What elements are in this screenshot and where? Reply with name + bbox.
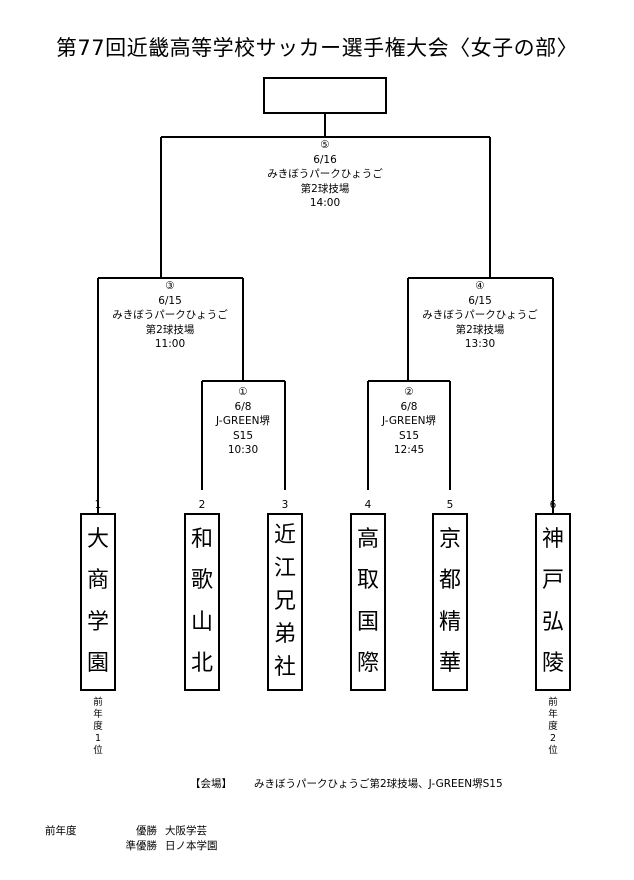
match-time: 11:00 — [154, 338, 186, 350]
match-field: 第2球技場 — [455, 323, 505, 336]
team-char: 国 — [356, 609, 379, 635]
match-venue: J-GREEN堺 — [216, 415, 270, 427]
match-time: 14:00 — [309, 197, 341, 209]
match-number: ③ — [165, 280, 175, 292]
prev-rank-char: 度 — [93, 721, 103, 732]
match-date: 6/15 — [158, 294, 182, 307]
match-field: 第2球技場 — [145, 323, 195, 336]
seed-number: 1 — [94, 499, 102, 511]
prev-rank-char: 前 — [93, 697, 103, 708]
team-char: 戸 — [541, 568, 564, 594]
prev-rank-note-6: 前 年 度 2 位 — [543, 697, 563, 757]
prev-rank-note-1: 前 年 度 1 位 — [88, 697, 108, 757]
team-char: 歌 — [190, 568, 213, 594]
match-date: 6/15 — [468, 294, 492, 307]
prev-rank-char: 年 — [93, 709, 103, 720]
seed-number: 5 — [446, 499, 454, 511]
prev-rank-char: 度 — [548, 721, 558, 732]
team-box-5: 京 都 精 華 — [432, 513, 468, 691]
team-char: 和 — [190, 526, 213, 552]
team-char: 陵 — [541, 651, 564, 677]
prev-rank-char: 1 — [94, 733, 102, 744]
team-char: 神 — [541, 526, 564, 552]
team-char: 商 — [86, 568, 109, 594]
team-char: 園 — [86, 651, 109, 677]
result-rank: 準優勝 — [125, 840, 158, 852]
team-char: 大 — [86, 526, 109, 552]
match5-info: ⑤ 6/16 みきぼうパークひょうご 第2球技場 14:00 — [250, 138, 400, 211]
match-field: 第2球技場 — [300, 182, 350, 195]
match-number: ④ — [475, 280, 485, 292]
team-char: 精 — [438, 609, 461, 635]
match-venue: J-GREEN堺 — [382, 415, 436, 427]
previous-results-heading: 前年度 — [45, 825, 77, 837]
page-title: 第77回近畿高等学校サッカー選手権大会〈女子の部〉 — [55, 36, 579, 60]
seed-number: 4 — [364, 499, 372, 511]
match3-info: ③ 6/15 みきぼうパークひょうご 第2球技場 11:00 — [95, 279, 245, 352]
match-date: 6/8 — [400, 400, 418, 413]
team-char: 山 — [190, 609, 213, 635]
team-char: 弘 — [541, 609, 564, 635]
match-venue: みきぼうパークひょうご — [422, 309, 538, 321]
match2-info: ② 6/8 J-GREEN堺 S15 12:45 — [334, 385, 484, 458]
match-venue: みきぼうパークひょうご — [112, 309, 228, 321]
match-date: 6/16 — [313, 153, 337, 166]
venue-text: みきぼうパークひょうご第2球技場、J-GREEN堺S15 — [254, 778, 503, 790]
team-box-6: 神 戸 弘 陵 — [535, 513, 571, 691]
prev-rank-char: 前 — [548, 697, 558, 708]
team-char: 高 — [356, 526, 379, 552]
match-field: S15 — [232, 429, 254, 442]
prev-rank-char: 年 — [548, 709, 558, 720]
team-char: 都 — [438, 568, 461, 594]
seed-number: 2 — [198, 499, 206, 511]
champion-box — [263, 77, 387, 114]
match-time: 13:30 — [464, 338, 496, 350]
venue-label: 【会場】 — [190, 778, 232, 790]
team-char: 近 — [273, 522, 296, 548]
team-box-1: 大 商 学 園 — [80, 513, 116, 691]
team-char: 際 — [356, 651, 379, 677]
match4-info: ④ 6/15 みきぼうパークひょうご 第2球技場 13:30 — [405, 279, 555, 352]
team-box-3: 近 江 兄 弟 社 — [267, 513, 303, 691]
match-time: 12:45 — [393, 444, 425, 456]
prev-rank-char: 2 — [549, 733, 557, 744]
prev-rank-char: 位 — [93, 745, 103, 756]
match-number: ⑤ — [320, 139, 330, 151]
team-box-2: 和 歌 山 北 — [184, 513, 220, 691]
match-number: ② — [404, 386, 414, 398]
match-number: ① — [238, 386, 248, 398]
seed-number: 6 — [549, 499, 557, 511]
team-char: 学 — [86, 609, 109, 635]
team-char: 弟 — [273, 622, 296, 648]
previous-results: 前年度 優勝大阪学芸 準優勝日ノ本学園 — [45, 824, 218, 854]
result-school: 大阪学芸 — [165, 825, 207, 837]
team-char: 社 — [273, 655, 296, 681]
team-char: 華 — [438, 651, 461, 677]
match-date: 6/8 — [234, 400, 252, 413]
team-char: 取 — [356, 568, 379, 594]
team-box-4: 高 取 国 際 — [350, 513, 386, 691]
prev-rank-char: 位 — [548, 745, 558, 756]
result-rank: 優勝 — [136, 825, 157, 837]
match-time: 10:30 — [227, 444, 259, 456]
team-char: 兄 — [273, 588, 296, 614]
match-venue: みきぼうパークひょうご — [267, 168, 383, 180]
team-char: 北 — [190, 651, 213, 677]
match-field: S15 — [398, 429, 420, 442]
match1-info: ① 6/8 J-GREEN堺 S15 10:30 — [168, 385, 318, 458]
result-school: 日ノ本学園 — [165, 840, 218, 852]
venue-note: 【会場】 みきぼうパークひょうご第2球技場、J-GREEN堺S15 — [190, 776, 503, 791]
team-char: 京 — [438, 526, 461, 552]
seed-number: 3 — [281, 499, 289, 511]
team-char: 江 — [273, 555, 296, 581]
